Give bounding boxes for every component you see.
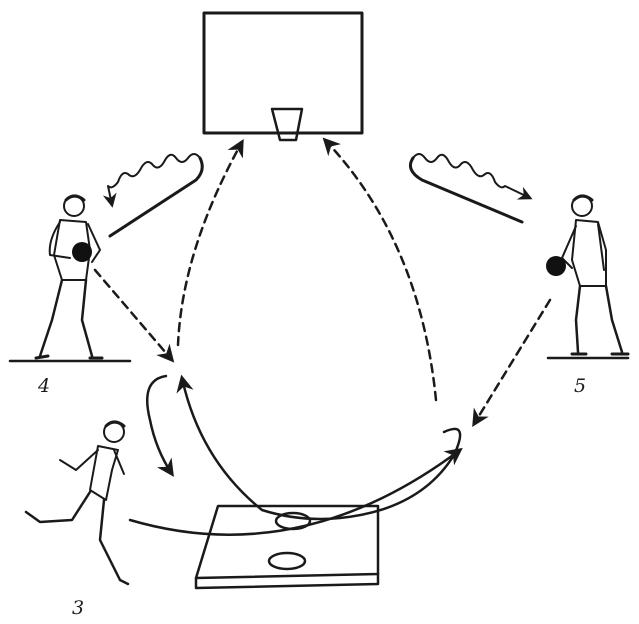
dash-from-left-player-icon: [95, 270, 172, 360]
wavy-pass-right-icon: [413, 154, 530, 198]
dash-to-board-left-icon: [178, 142, 242, 345]
ball-left-icon: [72, 242, 92, 262]
dash-from-right-player-icon: [474, 300, 550, 424]
run-path-icon: [130, 450, 460, 535]
solid-return-right-icon: [410, 158, 522, 222]
hoop-icon: [272, 109, 302, 140]
solid-return-left-icon: [110, 158, 202, 236]
player-left-icon: [10, 196, 130, 361]
u-track-icon: [182, 378, 460, 519]
player-runner-label: 3: [72, 597, 84, 619]
player-left-label: 4: [37, 375, 50, 397]
wavy-pass-left-icon: [108, 154, 200, 205]
curl-left-icon: [147, 376, 172, 474]
player-runner-icon: [26, 422, 128, 584]
springboard-icon: [196, 506, 378, 588]
player-right-label: 5: [574, 375, 586, 397]
backboard-icon: [204, 13, 362, 140]
ball-right-icon: [546, 256, 566, 276]
player-right-icon: [548, 196, 628, 358]
